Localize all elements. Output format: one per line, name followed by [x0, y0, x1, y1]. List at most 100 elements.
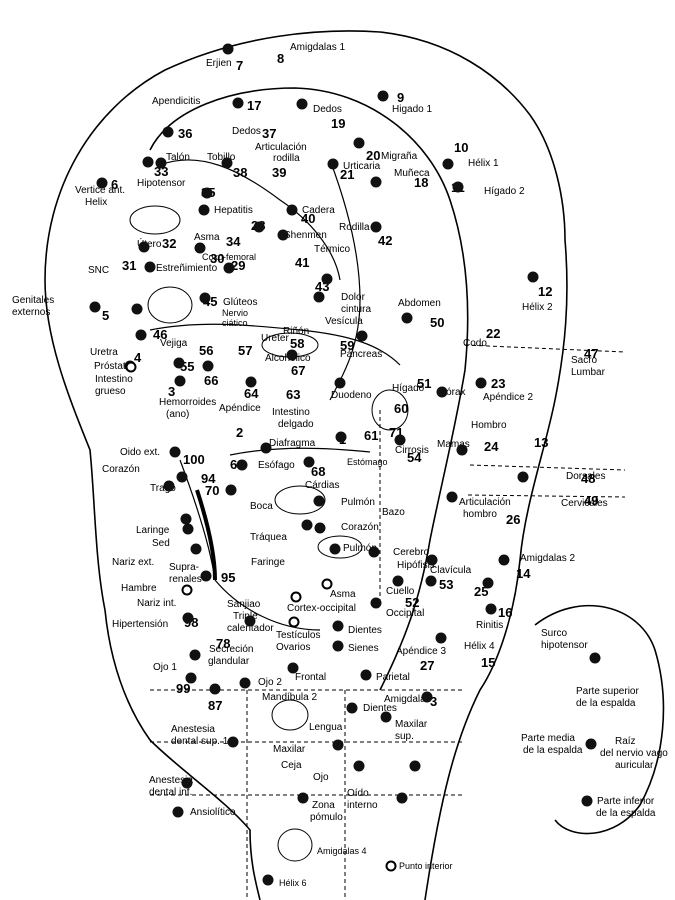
label-hombro: Hombro	[471, 420, 507, 431]
label-intestino2: grueso	[95, 386, 126, 397]
label-vejiga: Vejiga	[160, 338, 188, 349]
label-gluteos: Glúteos	[223, 297, 257, 308]
acupoint-dot	[131, 303, 143, 315]
acupoint-dot	[286, 204, 298, 216]
acupoint-dot	[346, 702, 358, 714]
acupoint-dot	[182, 523, 194, 535]
point-number: 40	[301, 211, 315, 226]
label-rinon: Riñón	[283, 326, 309, 337]
label-helix1: Hélix 1	[468, 158, 499, 169]
acupoint-dot	[435, 632, 447, 644]
label-ojo1: Ojo 1	[153, 662, 177, 673]
label-cadera: Cadera	[302, 205, 335, 216]
point-number: 51	[417, 376, 431, 391]
point-number: 54	[407, 450, 422, 465]
point-number: 12	[538, 284, 552, 299]
label-dientes: Dientes	[348, 625, 382, 636]
label-rodilla: rodilla	[273, 153, 300, 164]
label-hambre: Hambre	[121, 583, 157, 594]
label-frontal: Frontal	[295, 672, 326, 683]
point-number: 46	[153, 327, 167, 342]
point-number: 27	[420, 658, 434, 673]
label-calentador: calentador	[227, 623, 274, 634]
point-number: 47	[584, 346, 598, 361]
label-pulmon: Pulmón	[341, 497, 375, 508]
acupoint-dot	[201, 187, 213, 199]
label-cuello: Cuello	[386, 586, 415, 597]
label-apendicitis: Apendicitis	[152, 96, 200, 107]
label-asma: Asma	[194, 232, 220, 243]
label-maxilar-sup1: Maxilar	[395, 719, 428, 730]
label-genitales2: externos	[12, 307, 50, 318]
point-number: 8	[277, 51, 284, 66]
point-number: 60	[394, 401, 408, 416]
label-secrecion1: Secreción	[209, 644, 253, 655]
label-occipital: Occipital	[386, 608, 424, 619]
acupoint-dots	[89, 43, 601, 886]
label-testiculos: Testículos	[276, 630, 320, 641]
label-sacro1: Sacro	[571, 355, 598, 366]
acupoint-dot	[446, 491, 458, 503]
label-higado1: Higado 1	[392, 104, 432, 115]
point-number: 33	[154, 164, 168, 179]
label-suprarenales2: renales	[169, 574, 202, 585]
acupoint-dot	[421, 691, 433, 703]
label-hipertension: Hipertensión	[112, 619, 168, 630]
label-urticaria: Urticaria	[343, 161, 381, 172]
label-zona1: Zona	[312, 800, 335, 811]
label-anestesia1a: Anestesia	[171, 724, 215, 735]
point-number: 23	[491, 376, 505, 391]
acupoint-dot	[162, 126, 174, 138]
point-number: 56	[199, 343, 213, 358]
label-dorsales: Dorsales	[566, 471, 605, 482]
label-apendice3: Apéndice 3	[396, 646, 446, 657]
acupoint-dot	[313, 291, 325, 303]
label-sacro2: Lumbar	[571, 367, 606, 378]
label-hipotensor: Hipotensor	[137, 178, 186, 189]
point-number: 32	[162, 236, 176, 251]
label-dolor1: Dolor	[341, 292, 366, 303]
label-nervio2: ciático	[222, 318, 248, 328]
label-laringe: Laringe	[136, 525, 170, 536]
label-termico: Térmico	[314, 244, 351, 255]
label-higado2: Hígado 2	[484, 186, 525, 197]
acupoint-dot	[260, 442, 272, 454]
label-anestesia1b: dental sup. 1	[171, 736, 229, 747]
acupoint-dot	[236, 459, 248, 471]
label-hipofisis: Hipófisis	[397, 560, 435, 571]
point-number: 49	[584, 493, 598, 508]
label-rinitis: Rinitis	[476, 620, 503, 631]
acupoint-dot	[200, 570, 212, 582]
label-abdomen: Abdomen	[398, 298, 441, 309]
point-number: 15	[481, 655, 495, 670]
point-number: 41	[295, 255, 309, 270]
point-number: 26	[506, 512, 520, 527]
acupoint-dot	[296, 98, 308, 110]
label-vesicula: Vesícula	[325, 316, 363, 327]
label-cirrosis: Cirrosis	[395, 445, 429, 456]
point-number: 57	[238, 343, 252, 358]
acupoint-dot	[96, 177, 108, 189]
label-pulmon2: Pulmón	[343, 543, 377, 554]
point-number: 3	[430, 694, 437, 709]
label-boca: Boca	[250, 501, 273, 512]
label-apendice2: Apéndice 2	[483, 392, 533, 403]
point-number: 99	[176, 681, 190, 696]
acupoint-dot	[189, 649, 201, 661]
label-corazon-side: Corazón	[102, 464, 140, 475]
acupoint-dot	[190, 543, 202, 555]
point-number: 30	[210, 251, 224, 266]
label-torax: Tórax	[440, 387, 466, 398]
point-number: 31	[122, 258, 136, 273]
acupoint-dot	[452, 181, 464, 193]
acupoint-dot	[396, 792, 408, 804]
label-nariz-int: Nariz int.	[137, 598, 176, 609]
acupoint-dot	[144, 261, 156, 273]
acupoint-dot	[332, 739, 344, 751]
point-number: 68	[311, 464, 325, 479]
interior-point-marker	[290, 591, 302, 603]
label-rodilla2: Rodilla	[339, 222, 370, 233]
acupoint-dot	[142, 156, 154, 168]
label-oido-int2: interno	[347, 800, 378, 811]
